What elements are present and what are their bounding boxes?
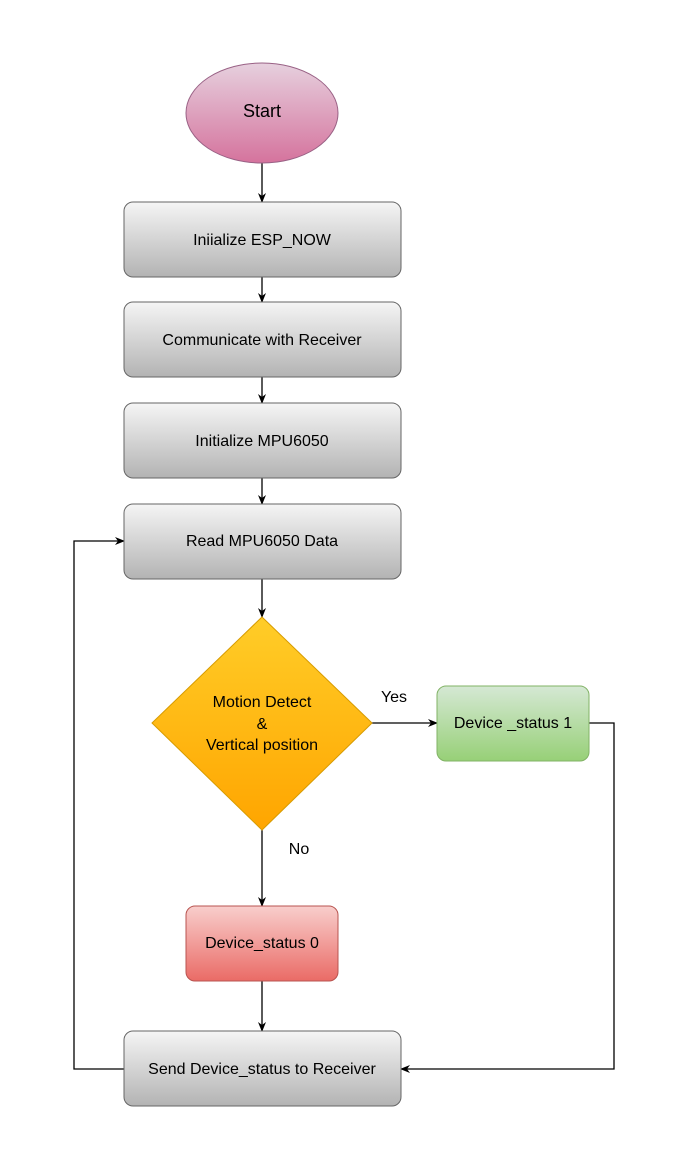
communicate-label: Communicate with Receiver [162,332,362,349]
init-espnow-label: Iniialize ESP_NOW [193,232,332,249]
communicate-node [123,301,402,378]
start-node [185,62,339,164]
read-mpu-node [123,503,402,580]
status-0-label: Device_status 0 [205,935,319,952]
edge-status1-to-send [400,722,615,1073]
no-label: No [289,841,310,858]
yes-label: Yes [381,689,407,706]
connectors [73,163,615,1073]
read-mpu-label: Read MPU6050 Data [186,533,338,550]
decision-label-line2: & [257,716,268,733]
init-mpu-label: Initialize MPU6050 [195,433,329,450]
init-mpu-node [123,402,402,479]
status-0-node [185,905,339,982]
init-espnow-node [123,201,402,278]
status-1-node [436,685,590,762]
send-node [123,1030,402,1107]
status-1-label: Device _status 1 [454,715,572,732]
decision-label-line1: Motion Detect [213,694,312,711]
decision-node [151,616,373,831]
edge-loop-back-to-read [73,537,125,1070]
start-label: Start [243,101,281,121]
send-label: Send Device_status to Receiver [148,1061,376,1078]
decision-label-line3: Vertical position [206,737,318,754]
